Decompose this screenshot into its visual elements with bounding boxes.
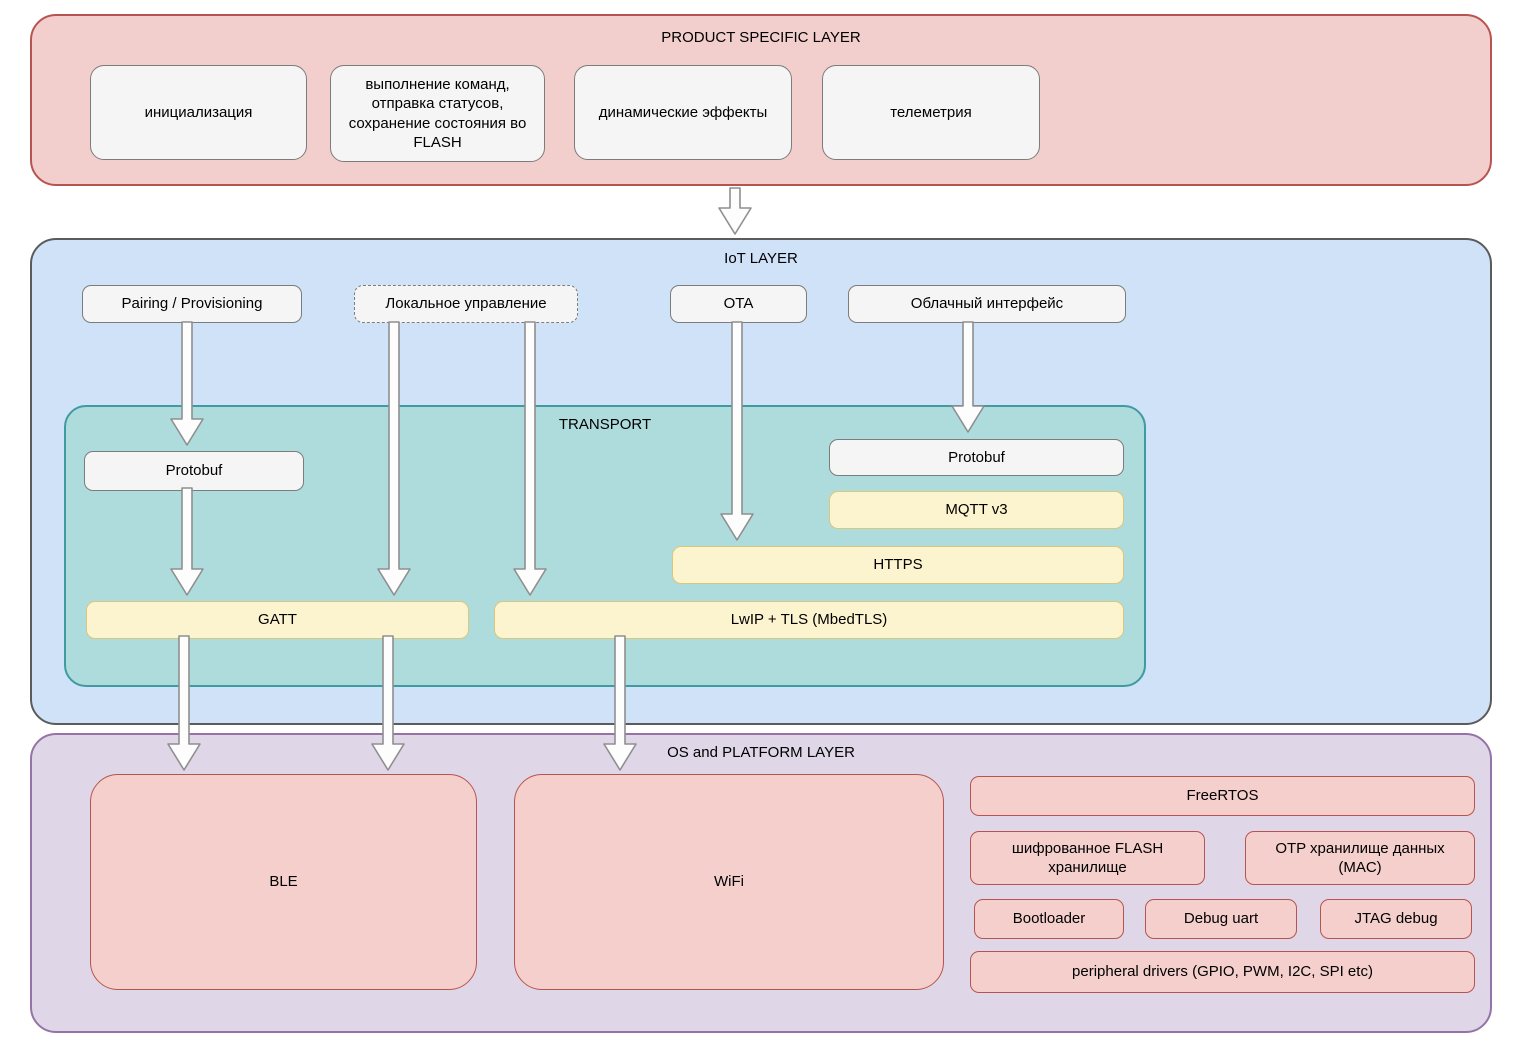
node-gatt: GATT xyxy=(86,601,469,639)
node-jtag-debug: JTAG debug xyxy=(1320,899,1472,939)
node-peripheral-drivers: peripheral drivers (GPIO, PWM, I2C, SPI … xyxy=(970,951,1475,993)
node-command-execution: выполнение команд, отправка статусов, со… xyxy=(330,65,545,162)
node-ble: BLE xyxy=(90,774,477,990)
node-otp-storage: OTP хранилище данных (MAC) xyxy=(1245,831,1475,885)
product-specific-layer: PRODUCT SPECIFIC LAYER инициализация вып… xyxy=(30,14,1492,186)
node-initialization: инициализация xyxy=(90,65,307,160)
transport-layer-title: TRANSPORT xyxy=(558,416,652,433)
node-mqtt-v3: MQTT v3 xyxy=(829,491,1124,529)
product-layer-title: PRODUCT SPECIFIC LAYER xyxy=(661,29,861,46)
node-https: HTTPS xyxy=(672,546,1124,584)
node-protobuf-cloud: Protobuf xyxy=(829,439,1124,476)
node-bootloader: Bootloader xyxy=(974,899,1124,939)
node-local-control: Локальное управление xyxy=(354,285,578,323)
arrow-product-to-iot xyxy=(718,187,752,235)
iot-layer: IoT LAYER Pairing / Provisioning Локальн… xyxy=(30,238,1492,725)
node-lwip-tls: LwIP + TLS (MbedTLS) xyxy=(494,601,1124,639)
node-pairing-provisioning: Pairing / Provisioning xyxy=(82,285,302,323)
node-freertos: FreeRTOS xyxy=(970,776,1475,816)
iot-layer-title: IoT LAYER xyxy=(724,250,798,267)
os-platform-layer: OS and PLATFORM LAYER BLE WiFi FreeRTOS … xyxy=(30,733,1492,1033)
node-wifi: WiFi xyxy=(514,774,944,990)
node-telemetry: телеметрия xyxy=(822,65,1040,160)
os-layer-title: OS and PLATFORM LAYER xyxy=(667,744,855,761)
node-debug-uart: Debug uart xyxy=(1145,899,1297,939)
node-cloud-interface: Облачный интерфейс xyxy=(848,285,1126,323)
transport-layer: TRANSPORT Protobuf Protobuf MQTT v3 HTTP… xyxy=(64,405,1146,687)
node-dynamic-effects: динамические эффекты xyxy=(574,65,792,160)
node-ota: OTA xyxy=(670,285,807,323)
node-protobuf-ble: Protobuf xyxy=(84,451,304,491)
node-encrypted-flash-storage: шифрованное FLASH хранилище xyxy=(970,831,1205,885)
